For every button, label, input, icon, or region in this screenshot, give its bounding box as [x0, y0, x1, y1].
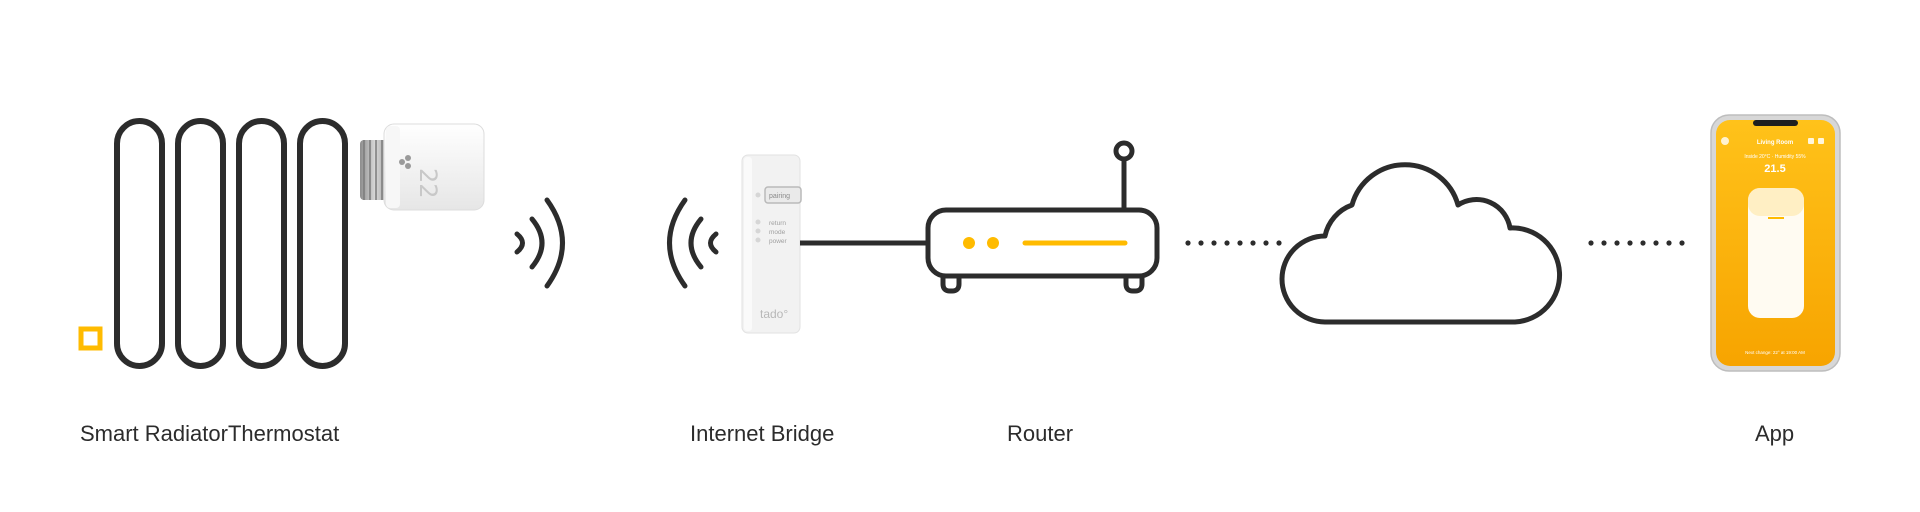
dotted-connection	[1185, 240, 1282, 246]
pairing-button-label: pairing	[769, 193, 790, 200]
smartphone-app: Living Room Inside 20°C · Humidity 55% 2…	[1710, 114, 1841, 372]
phone-stats: Inside 20°C · Humidity 55%	[1744, 154, 1806, 160]
temperature-control-panel	[1748, 188, 1804, 318]
label-router: Router	[1007, 421, 1074, 446]
radiator-icon	[114, 118, 348, 369]
svg-text:22: 22	[414, 168, 442, 199]
phone-temperature: 21.5	[1764, 163, 1785, 175]
settings-icon	[1721, 137, 1729, 145]
bridge-brand: tado°	[760, 307, 788, 321]
pairing-button	[764, 186, 802, 204]
radiator-accent-square	[78, 326, 103, 351]
dotted-connection	[1588, 240, 1685, 246]
led-label-return: return	[769, 220, 786, 227]
smart-radiator-thermostat: 22	[360, 123, 485, 211]
cloud-icon	[1279, 162, 1562, 325]
router-icon	[925, 140, 1160, 294]
wifi-signal-icon	[667, 197, 719, 289]
label-app: App	[1755, 421, 1795, 446]
label-internet-bridge: Internet Bridge	[690, 421, 835, 446]
phone-footer: Next change: 22° at 19:00 AM	[1745, 350, 1805, 355]
label-smart-radiator-thermostat: Smart RadiatorThermostat	[80, 421, 340, 446]
tado-logo-icon	[399, 155, 411, 169]
chart-icon	[1818, 138, 1824, 144]
led-label-mode: mode	[769, 229, 786, 236]
phone-room-name: Living Room	[1757, 140, 1793, 146]
wifi-signal-icon	[514, 197, 565, 289]
internet-bridge-device: pairing return mode power tado°	[741, 154, 802, 334]
grid-icon	[1808, 138, 1814, 144]
led-label-power: power	[769, 238, 788, 245]
